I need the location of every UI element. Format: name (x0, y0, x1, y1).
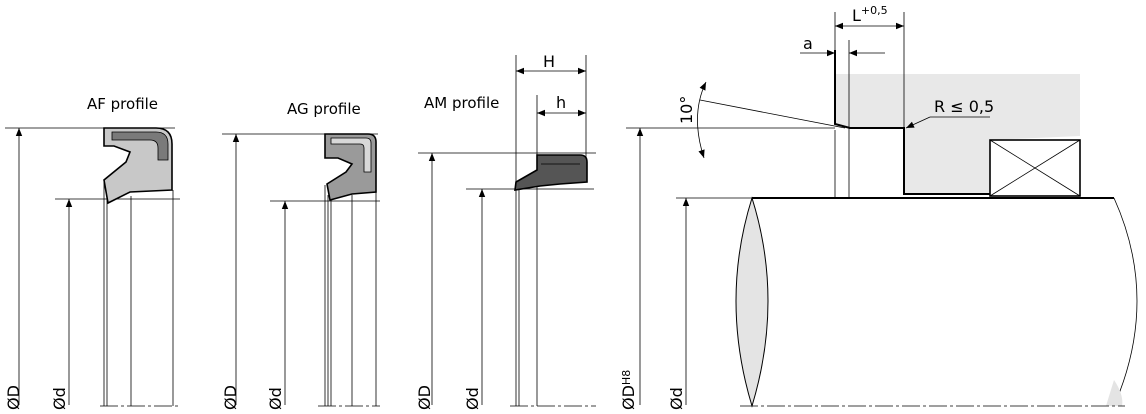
housing-installation-group: ØDH8 Ød 10° a L+0,5 R ≤ 0,5 (619, 4, 1138, 410)
af-profile-title: AF profile (87, 95, 158, 113)
af-seal-cross-section (103, 127, 173, 205)
am-inner-dia-label: Ød (463, 387, 482, 410)
bore-dia-label: ØDH8 (619, 370, 638, 410)
shaft-dia-label: Ød (667, 387, 686, 410)
am-outer-dia-label: ØD (415, 385, 434, 410)
housing-region (835, 74, 1080, 194)
ag-seal-cross-section (324, 133, 377, 202)
shaft-far-end-fill (1106, 380, 1123, 406)
af-inner-dia-label: Ød (50, 387, 69, 410)
am-seal-cross-section (514, 154, 588, 191)
af-reinforcement (111, 131, 169, 161)
groove-length-label: L+0,5 (852, 4, 888, 25)
am-height-label: H (543, 52, 555, 71)
ag-profile-group: AG profile ØD Ød (221, 100, 380, 410)
ag-profile-title: AG profile (287, 100, 361, 118)
ag-reinforcement (330, 137, 372, 173)
am-lip-height-label: h (556, 93, 566, 112)
chamfer-angle-line (699, 99, 846, 129)
shaft-far-end (1113, 197, 1138, 407)
chamfer-angle-arc (697, 81, 707, 159)
am-profile-title: AM profile (424, 94, 499, 112)
radius-leader-arrow (905, 116, 931, 129)
af-profile-group: AF profile ØD Ød (4, 95, 180, 410)
seal-box-diagonal (989, 139, 1081, 197)
shaft-end-face (735, 196, 769, 408)
radius-label: R ≤ 0,5 (934, 97, 994, 116)
ag-outer-dia-label: ØD (221, 385, 240, 410)
chamfer-angle-label: 10° (677, 96, 696, 124)
ag-inner-dia-label: Ød (266, 387, 285, 410)
lead-in-label: a (803, 34, 813, 53)
af-outer-dia-label: ØD (4, 385, 23, 410)
housing-bore-outline (834, 50, 990, 195)
am-profile-group: AM profile H h ØD Ød (415, 52, 596, 410)
